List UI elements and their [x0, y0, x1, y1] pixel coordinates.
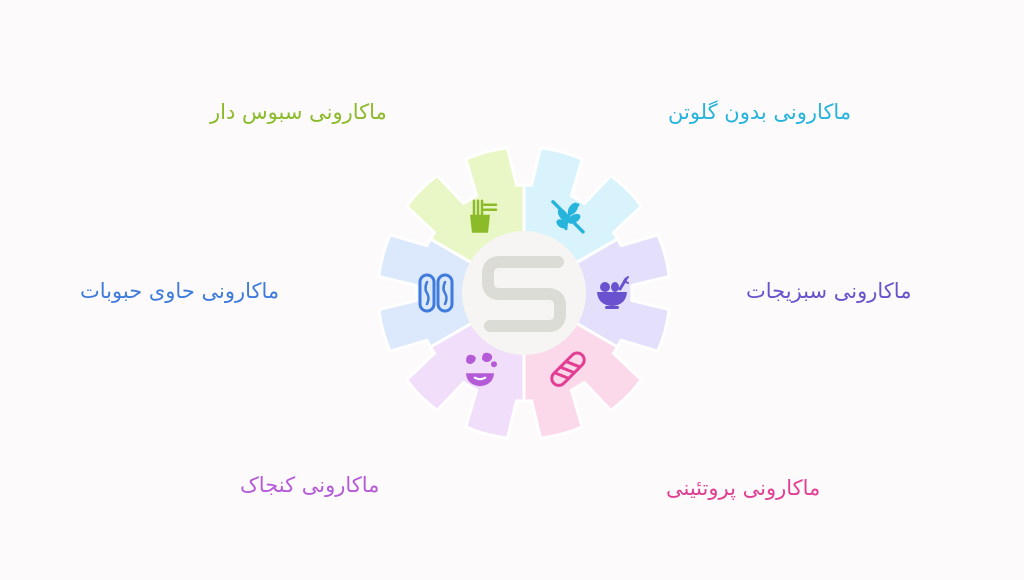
vegetable-bowl-icon — [597, 276, 629, 309]
logo-mark — [482, 256, 566, 332]
label-gluten-free-pasta: ماکارونی بدون گلوتن — [668, 100, 852, 124]
label-protein-pasta: ماکارونی پروتئینی — [666, 476, 821, 500]
noodle-cup-icon — [470, 199, 498, 233]
beans-icon — [418, 273, 454, 313]
label-whole-grain-pasta: ماکارونی سبوس دار — [210, 100, 387, 124]
label-legume-pasta: ماکارونی حاوی حبوبات — [80, 279, 280, 303]
label-vegetable-pasta: ماکارونی سبزیجات — [746, 279, 912, 303]
pasta-bowl-icon — [466, 352, 497, 387]
no-wheat-icon — [551, 200, 585, 234]
gear-segment-vegetables — [522, 233, 671, 353]
label-konjac-pasta: ماکارونی کنجاک — [240, 473, 380, 497]
twisted-pasta-icon — [550, 351, 586, 387]
